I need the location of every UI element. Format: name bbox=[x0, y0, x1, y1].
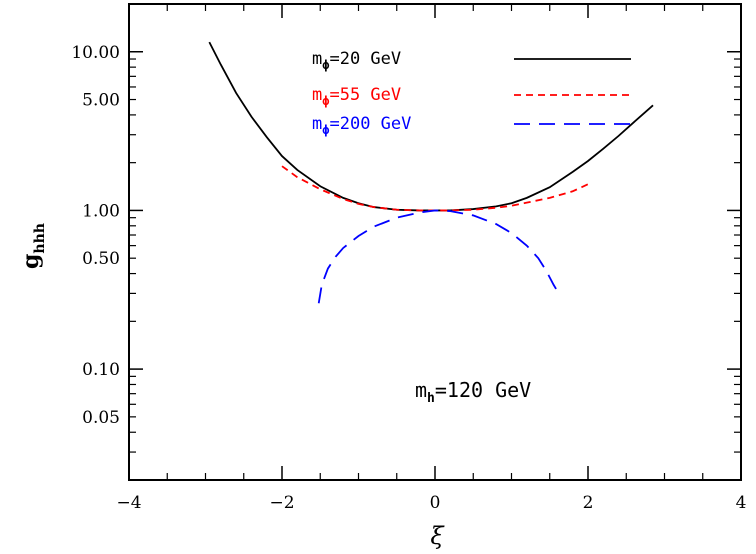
y-tick-label: 5.00 bbox=[82, 91, 120, 111]
legend-label-rest: =55 GeV bbox=[329, 85, 401, 105]
series-line-0 bbox=[208, 41, 654, 212]
legend-label-sub: ϕ bbox=[322, 94, 329, 108]
y-tick-label: 1.00 bbox=[82, 201, 120, 221]
svg-text:ghhh: ghhh bbox=[18, 223, 48, 269]
legend-label-1: mϕ=55 GeV bbox=[312, 85, 401, 108]
y-tick-label: 0.50 bbox=[82, 249, 120, 269]
ticks: −4 −2 0 2 4 10.00 5.00 1.00 0.50 0.10 0.05 bbox=[71, 3, 747, 513]
y-axis-title: ghhh bbox=[18, 223, 48, 269]
x-axis-title: ξ bbox=[430, 522, 445, 550]
annotation-main: m bbox=[415, 378, 427, 402]
legend-label-rest: =20 GeV bbox=[329, 49, 401, 69]
annotation-mass: mh=120 GeV bbox=[415, 378, 531, 406]
y-tick-label: 0.10 bbox=[82, 360, 120, 380]
x-tick-label: 0 bbox=[430, 493, 441, 513]
y-tick-label: 0.05 bbox=[82, 408, 120, 428]
legend-label-2: mϕ=200 GeV bbox=[312, 114, 411, 137]
legend-label-rest: =200 GeV bbox=[329, 114, 411, 134]
x-tick-label: −4 bbox=[116, 493, 141, 513]
x-tick-label: −2 bbox=[269, 493, 294, 513]
plot-frame bbox=[128, 3, 742, 481]
legend-label-sub: ϕ bbox=[322, 123, 329, 137]
legend-label-main: m bbox=[312, 85, 322, 105]
legend-label-0: mϕ=20 GeV bbox=[312, 49, 401, 72]
legend-label-sub: ϕ bbox=[322, 58, 329, 72]
series-line-2 bbox=[317, 209, 559, 304]
annotation-sub: h bbox=[427, 391, 435, 406]
y-axis-title-main: g bbox=[18, 254, 44, 269]
curves bbox=[208, 41, 654, 304]
y-axis-title-sub: hhh bbox=[32, 223, 48, 254]
x-tick-label: 4 bbox=[736, 493, 747, 513]
y-tick-label: 10.00 bbox=[71, 43, 120, 63]
legend-label-main: m bbox=[312, 49, 322, 69]
annotation-rest: =120 GeV bbox=[435, 378, 531, 402]
x-tick-label: 2 bbox=[583, 493, 594, 513]
legend-label-main: m bbox=[312, 114, 322, 134]
